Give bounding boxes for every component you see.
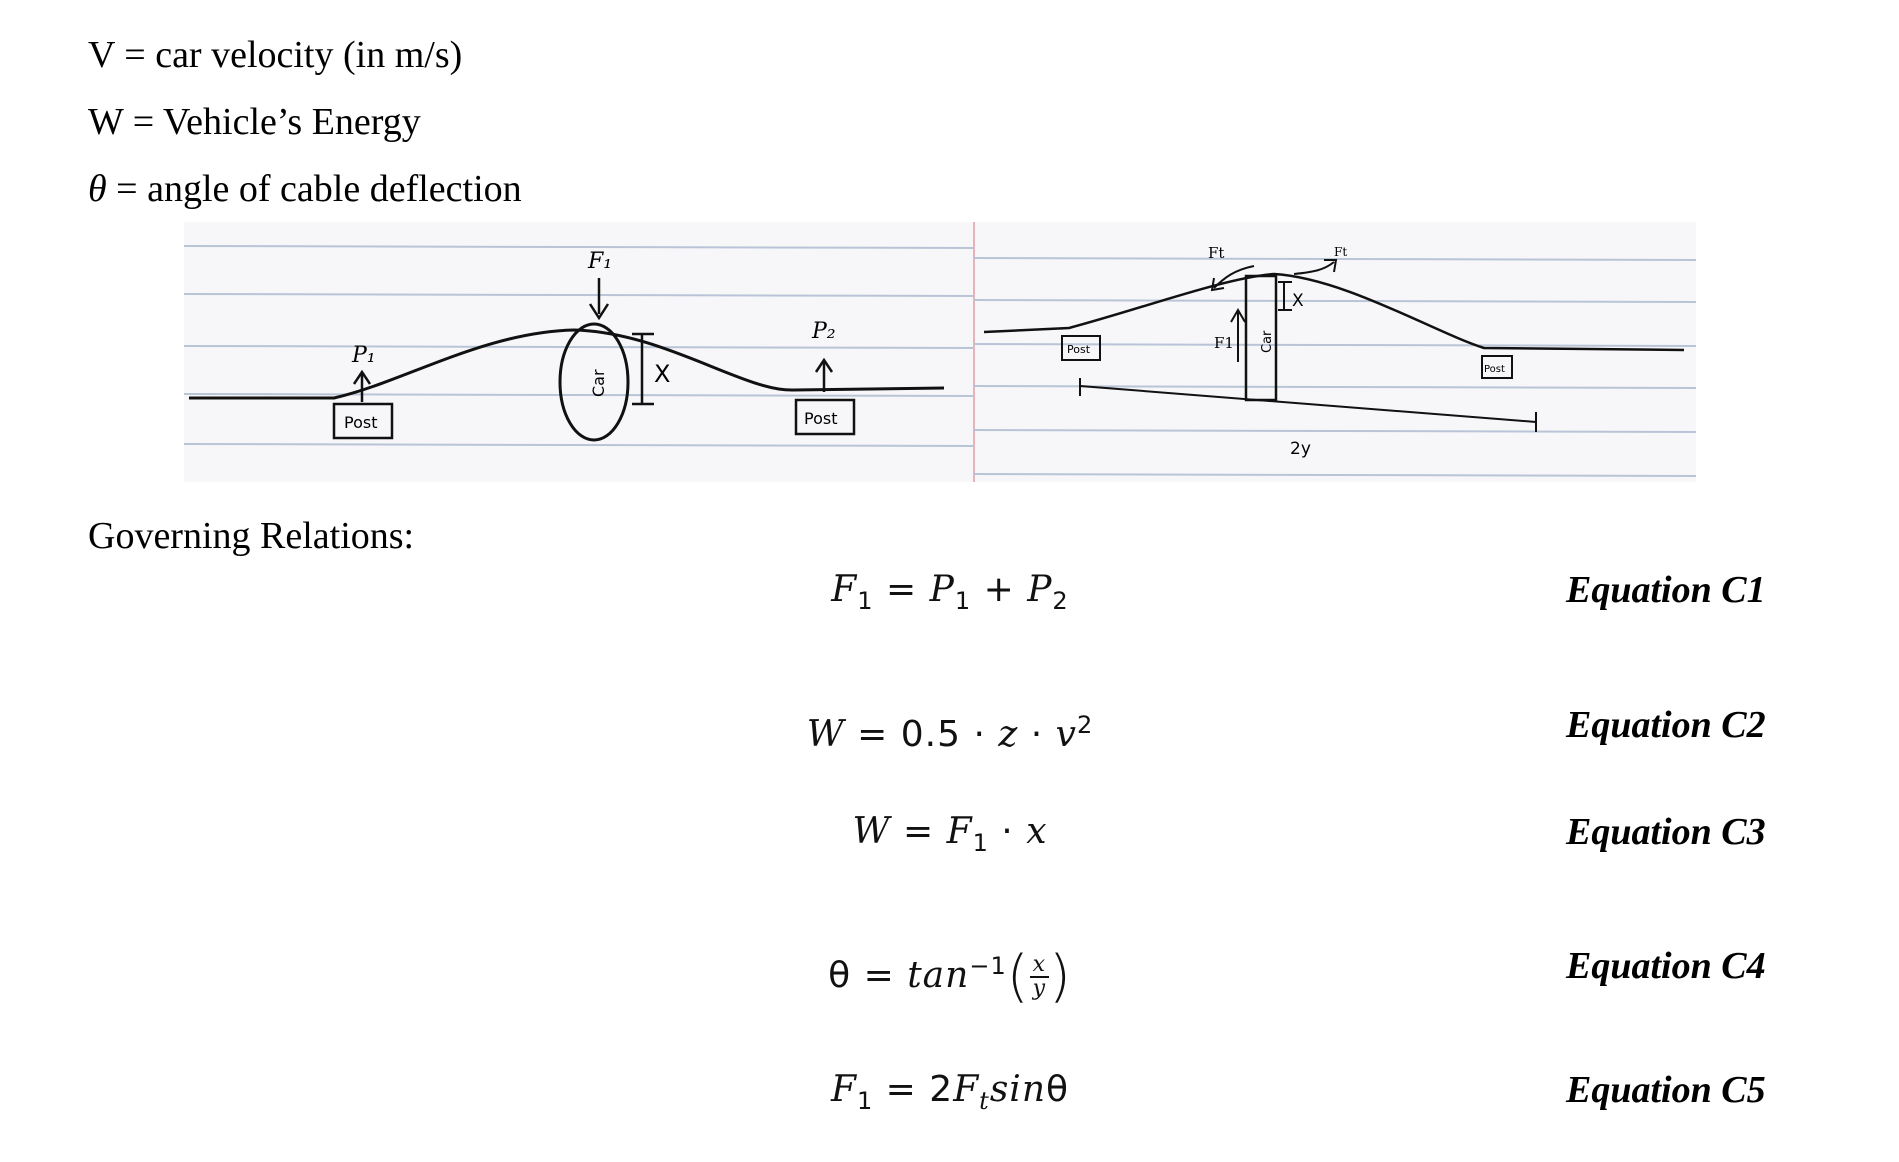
right-x-label: X [1292, 291, 1304, 311]
governing-relations-heading: Governing Relations: [88, 515, 415, 557]
car: Car [558, 322, 630, 442]
definition-v: V = car velocity (in m/s) [88, 22, 522, 89]
car-label: Car [589, 369, 608, 397]
left-cable [189, 328, 945, 400]
symbol-v: V [88, 34, 115, 76]
definition-w-text: = Vehicle’s Energy [132, 101, 421, 143]
x-label: X [654, 360, 670, 388]
equation-c3-math: W = F1 · x [852, 811, 1048, 858]
p1-label: P₁ [351, 343, 376, 368]
equation-c1-math: F1 = P1 + P2 [831, 569, 1069, 616]
definition-theta-text: = angle of cable deflection [116, 168, 522, 210]
ft-left-label: Ft [1208, 244, 1224, 262]
cable-deflection-sketches: Post P₁ Car F₁ X Post P₂ [184, 222, 1696, 482]
ft-arrows: Ft Ft [1208, 244, 1347, 292]
equation-c3-label: Equation C3 [1566, 811, 1766, 853]
right-post-2-label: Post [1484, 364, 1505, 375]
equation-c4-label: Equation C4 [1566, 945, 1766, 987]
f1-label: F₁ [587, 249, 612, 274]
right-post-1: Post [1061, 335, 1101, 361]
equation-row-c3: W = F1 · x Equation C3 [0, 792, 1899, 872]
right-sketch-panel: Post Post Car F1 X Ft [973, 222, 1696, 482]
definition-w: W = Vehicle’s Energy [88, 89, 522, 156]
left-sketch-panel: Post P₁ Car F₁ X Post P₂ [184, 222, 975, 482]
right-deflection-marker: X [1278, 281, 1304, 311]
equation-row-c5: F1 = 2Ftsinθ Equation C5 [0, 1050, 1899, 1130]
equation-c5-math: F1 = 2Ftsinθ [830, 1069, 1070, 1116]
span-label: 2y [1290, 439, 1311, 459]
equation-c2-math: W = 0.5 · z · v2 [806, 711, 1094, 755]
span-dimension: 2y [1079, 378, 1537, 459]
variable-definitions: V = car velocity (in m/s) W = Vehicle’s … [88, 22, 522, 223]
right-f1-label: F1 [1214, 334, 1234, 352]
equation-c1-label: Equation C1 [1566, 569, 1766, 611]
post-2-label: Post [804, 409, 837, 428]
ft-right-label: Ft [1334, 245, 1347, 259]
right-f1-arrow: F1 [1214, 308, 1246, 362]
definition-theta: θ = angle of cable deflection [88, 156, 522, 223]
right-post-2: Post [1481, 355, 1513, 379]
right-post-1-label: Post [1067, 343, 1091, 356]
equation-row-c1: F1 = P1 + P2 Equation C1 [0, 550, 1899, 630]
equation-row-c2: W = 0.5 · z · v2 Equation C2 [0, 685, 1899, 765]
post-1: Post P₁ [332, 343, 394, 440]
post-2: Post P₂ [794, 319, 856, 436]
post-1-label: Post [344, 413, 377, 432]
right-cable [983, 272, 1685, 352]
p2-label: P₂ [811, 319, 836, 344]
deflection-marker: X [632, 332, 670, 406]
right-car-label: Car [1260, 330, 1275, 353]
symbol-w: W [88, 101, 124, 143]
equation-c2-label: Equation C2 [1566, 704, 1766, 746]
equation-c5-label: Equation C5 [1566, 1069, 1766, 1111]
definition-v-text: = car velocity (in m/s) [124, 34, 463, 76]
symbol-theta: θ [88, 168, 107, 210]
f1-arrow: F₁ [587, 249, 612, 321]
